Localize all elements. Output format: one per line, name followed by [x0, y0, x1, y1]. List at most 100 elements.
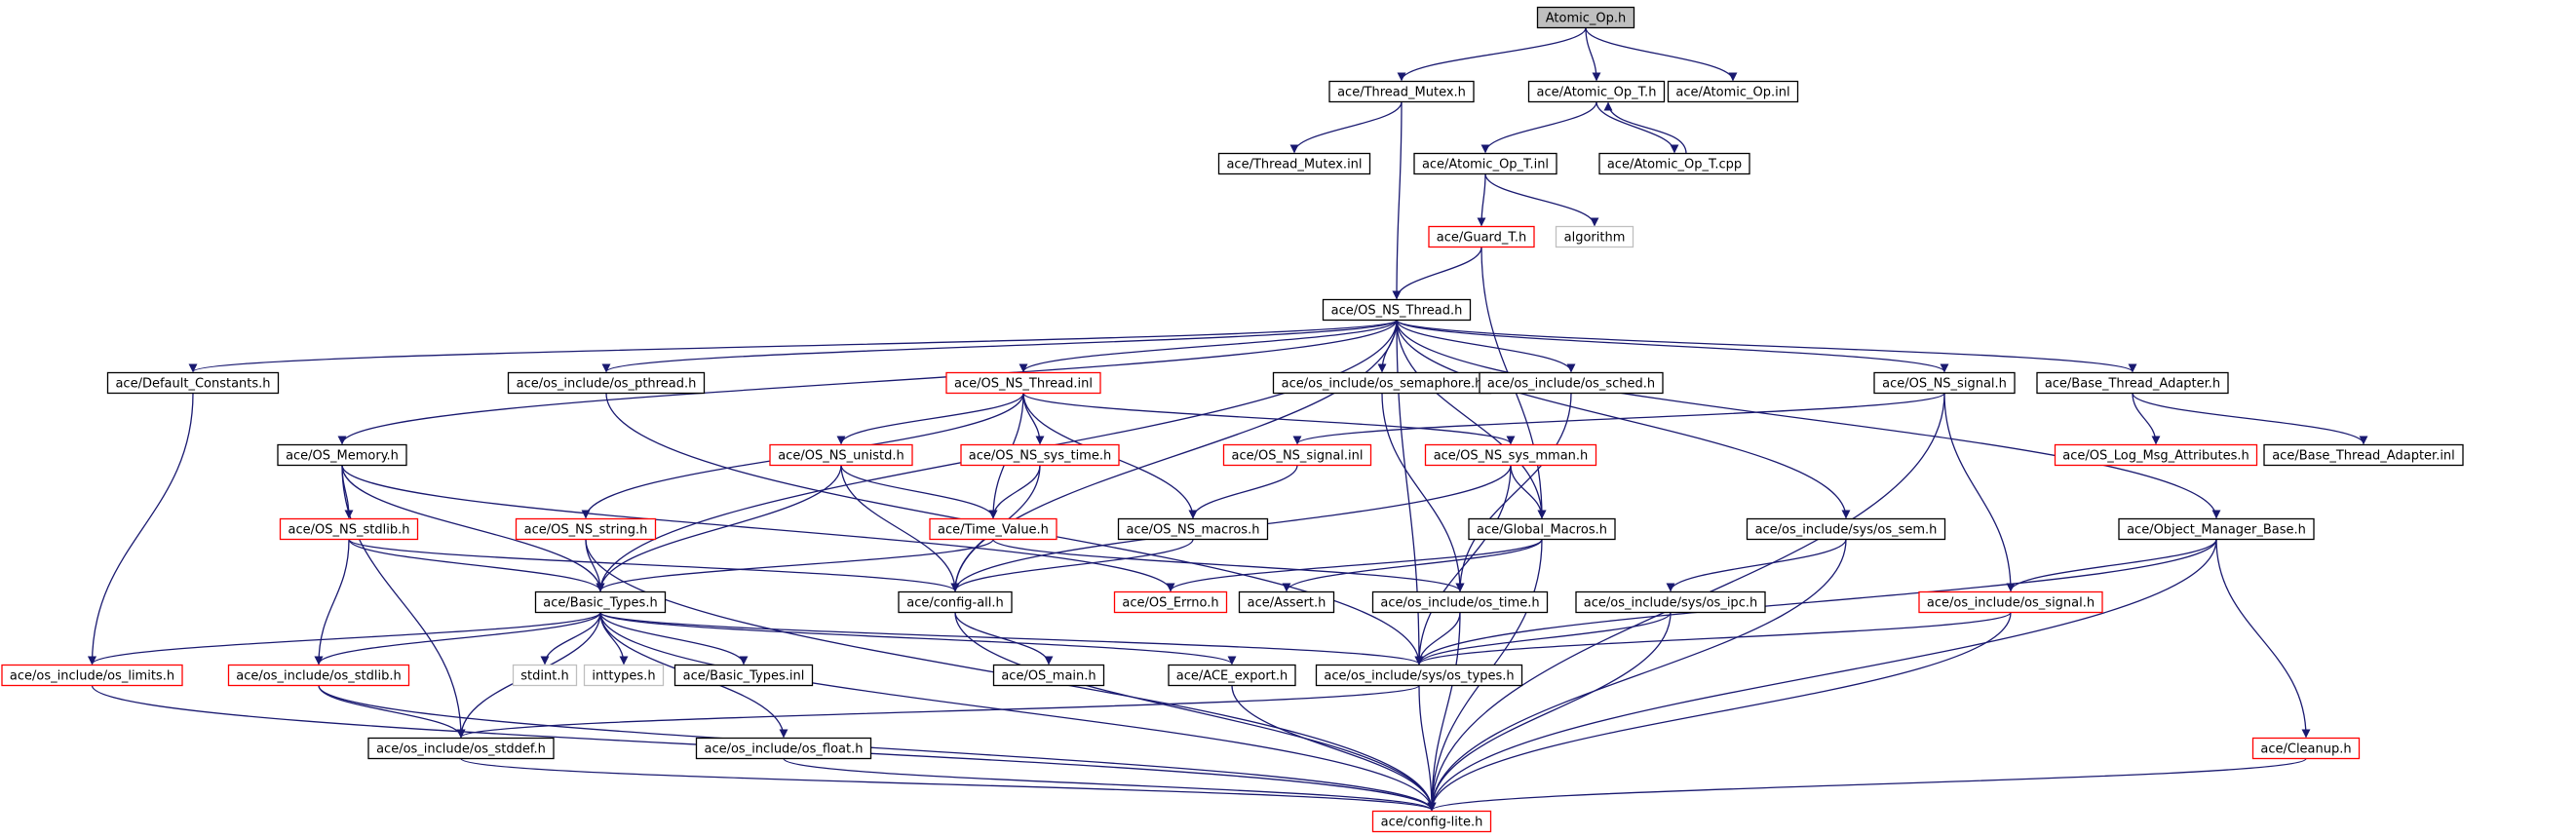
node-ace-time-value-h[interactable]: ace/Time_Value.h	[929, 517, 1057, 541]
edge-path	[1289, 101, 1403, 154]
node-ace-base-thread-adapter-h[interactable]: ace/Base_Thread_Adapter.h	[2036, 371, 2229, 395]
node-ace-os-ns-sys-time-h[interactable]: ace/OS_NS_sys_time.h	[960, 443, 1120, 467]
edge-n9-to-n14	[1396, 320, 1576, 373]
edge-n10-to-n38	[87, 393, 194, 666]
node-ace-os-ns-macros-h[interactable]: ace/OS_NS_macros.h	[1117, 517, 1269, 541]
node-ace-basic-types-inl[interactable]: ace/Basic_Types.inl	[673, 664, 814, 687]
node-ace-base-thread-adapter-inl[interactable]: ace/Base_Thread_Adapter.inl	[2263, 443, 2464, 467]
node-ace-os-include-os-limits-h[interactable]: ace/os_include/os_limits.h	[1, 664, 183, 687]
edge-n15-to-n20	[1292, 392, 1945, 445]
node-ace-os-include-sys-os-ipc-h[interactable]: ace/os_include/sys/os_ipc.h	[1575, 590, 1766, 614]
edge-n9-to-n10	[188, 319, 1398, 373]
node-ace-object-manager-base-h[interactable]: ace/Object_Manager_Base.h	[2118, 517, 2315, 541]
edge-n46-to-n49	[460, 757, 1437, 812]
node-ace-os-ns-thread-inl[interactable]: ace/OS_NS_Thread.inl	[945, 371, 1101, 395]
node-ace-os-include-os-pthread-h[interactable]: ace/os_include/os_pthread.h	[507, 371, 706, 395]
edge-path	[1510, 465, 1547, 519]
edge-path	[1396, 319, 2137, 373]
edge-n28-to-n34	[1282, 539, 1543, 592]
edge-n18-to-n26	[840, 465, 998, 519]
edge-path	[348, 539, 605, 592]
node-box	[960, 443, 1120, 467]
node-ace-atomic-op-t-cpp[interactable]: ace/Atomic_Op_T.cpp	[1598, 152, 1750, 175]
node-ace-os-memory-h[interactable]: ace/OS_Memory.h	[277, 443, 407, 467]
edge-n45-to-n46	[456, 684, 1420, 739]
edge-path	[1414, 612, 1672, 666]
node-stdint-h[interactable]: stdint.h	[512, 664, 578, 687]
edge-n24-to-n39	[314, 539, 350, 666]
node-label: ace/OS_NS_signal.h	[1882, 377, 2007, 392]
node-algorithm[interactable]: algorithm	[1555, 225, 1634, 248]
edge-path	[337, 320, 1398, 445]
node-atomic-op-h[interactable]: Atomic_Op.h	[1536, 6, 1635, 29]
node-ace-atomic-op-t-inl[interactable]: ace/Atomic_Op_T.inl	[1413, 152, 1557, 175]
node-ace-default-constants-h[interactable]: ace/Default_Constants.h	[106, 371, 280, 395]
edge-n29-to-n49	[1427, 539, 1847, 812]
node-ace-os-log-msg-attributes-h[interactable]: ace/OS_Log_Msg_Attributes.h	[2054, 443, 2258, 467]
node-ace-os-ns-stdlib-h[interactable]: ace/OS_NS_stdlib.h	[279, 517, 419, 541]
node-ace-config-all-h[interactable]: ace/config-all.h	[898, 590, 1013, 614]
node-ace-ace-export-h[interactable]: ace/ACE_export.h	[1168, 664, 1296, 687]
node-ace-cleanup-h[interactable]: ace/Cleanup.h	[2251, 737, 2361, 760]
node-ace-os-ns-unistd-h[interactable]: ace/OS_NS_unistd.h	[769, 443, 913, 467]
node-ace-os-include-os-sched-h[interactable]: ace/os_include/os_sched.h	[1479, 371, 1664, 395]
node-ace-os-include-os-semaphore-h[interactable]: ace/os_include/os_semaphore.h	[1272, 371, 1492, 395]
node-label: ace/OS_Log_Msg_Attributes.h	[2062, 449, 2249, 464]
edge-n32-to-n43	[954, 612, 1054, 666]
node-box	[1222, 443, 1372, 467]
node-box	[1598, 152, 1750, 175]
node-box	[515, 517, 657, 541]
node-ace-os-include-sys-os-types-h[interactable]: ace/os_include/sys/os_types.h	[1315, 664, 1523, 687]
node-ace-os-ns-string-h[interactable]: ace/OS_NS_string.h	[515, 517, 657, 541]
edge-layer	[87, 27, 2368, 812]
edge-n0-to-n2	[1585, 27, 1601, 82]
node-ace-os-ns-sys-mman-h[interactable]: ace/OS_NS_sys_mman.h	[1424, 443, 1597, 467]
node-ace-atomic-op-t-h[interactable]: ace/Atomic_Op_T.h	[1527, 80, 1666, 103]
node-ace-os-main-h[interactable]: ace/OS_main.h	[992, 664, 1105, 687]
edge-n37-to-n49	[1427, 612, 2012, 812]
node-ace-thread-mutex-inl[interactable]: ace/Thread_Mutex.inl	[1217, 152, 1371, 175]
edge-n16-to-n22	[2132, 393, 2161, 445]
node-label: ace/OS_NS_macros.h	[1127, 523, 1260, 538]
node-inttypes-h[interactable]: inttypes.h	[583, 664, 665, 687]
node-box	[2251, 737, 2361, 760]
node-ace-os-include-os-stddef-h[interactable]: ace/os_include/os_stddef.h	[367, 737, 555, 760]
node-ace-guard-t-h[interactable]: ace/Guard_T.h	[1428, 225, 1535, 248]
node-ace-os-include-os-stdlib-h[interactable]: ace/os_include/os_stdlib.h	[227, 664, 410, 687]
edge-path	[1282, 539, 1543, 592]
node-ace-thread-mutex-h[interactable]: ace/Thread_Mutex.h	[1328, 80, 1475, 103]
node-label: stdint.h	[520, 669, 568, 684]
node-ace-os-include-os-float-h[interactable]: ace/os_include/os_float.h	[695, 737, 872, 760]
edge-n16-to-n23	[2132, 393, 2368, 445]
edge-path	[2215, 539, 2311, 739]
node-box	[227, 664, 410, 687]
node-label: algorithm	[1564, 231, 1626, 246]
node-ace-os-errno-h[interactable]: ace/OS_Errno.h	[1113, 590, 1228, 614]
edge-n24-to-n32	[348, 538, 960, 592]
node-label: Atomic_Op.h	[1546, 12, 1627, 26]
edge-n24-to-n31	[348, 539, 605, 592]
node-label: ace/OS_NS_sys_time.h	[969, 449, 1111, 464]
node-ace-os-include-sys-os-sem-h[interactable]: ace/os_include/sys/os_sem.h	[1746, 517, 1946, 541]
edge-n31-to-n44	[599, 611, 1237, 666]
node-ace-atomic-op-inl[interactable]: ace/Atomic_Op.inl	[1667, 80, 1799, 103]
node-ace-basic-types-h[interactable]: ace/Basic_Types.h	[534, 590, 667, 614]
edge-path	[341, 465, 466, 739]
edge-path	[1427, 612, 1461, 812]
node-ace-os-ns-signal-inl[interactable]: ace/OS_NS_signal.inl	[1222, 443, 1372, 467]
node-box	[279, 517, 419, 541]
node-ace-global-macros-h[interactable]: ace/Global_Macros.h	[1468, 517, 1616, 541]
node-ace-assert-h[interactable]: ace/Assert.h	[1238, 590, 1335, 614]
node-ace-os-include-os-signal-h[interactable]: ace/os_include/os_signal.h	[1918, 590, 2103, 614]
edge-n9-to-n30	[1396, 320, 2221, 519]
node-ace-config-lite-h[interactable]: ace/config-lite.h	[1371, 810, 1492, 833]
node-ace-os-include-os-time-h[interactable]: ace/os_include/os_time.h	[1371, 590, 1549, 614]
node-ace-os-ns-thread-h[interactable]: ace/OS_NS_Thread.h	[1322, 298, 1472, 322]
edge-path	[1396, 320, 2221, 519]
node-label: ace/OS_NS_Thread.inl	[954, 377, 1093, 392]
edge-n35-to-n49	[1427, 612, 1461, 812]
node-box	[1, 664, 183, 687]
node-ace-os-ns-signal-h[interactable]: ace/OS_NS_signal.h	[1873, 371, 2016, 395]
node-box	[1371, 590, 1549, 614]
edge-n21-to-n45	[1414, 465, 1512, 666]
